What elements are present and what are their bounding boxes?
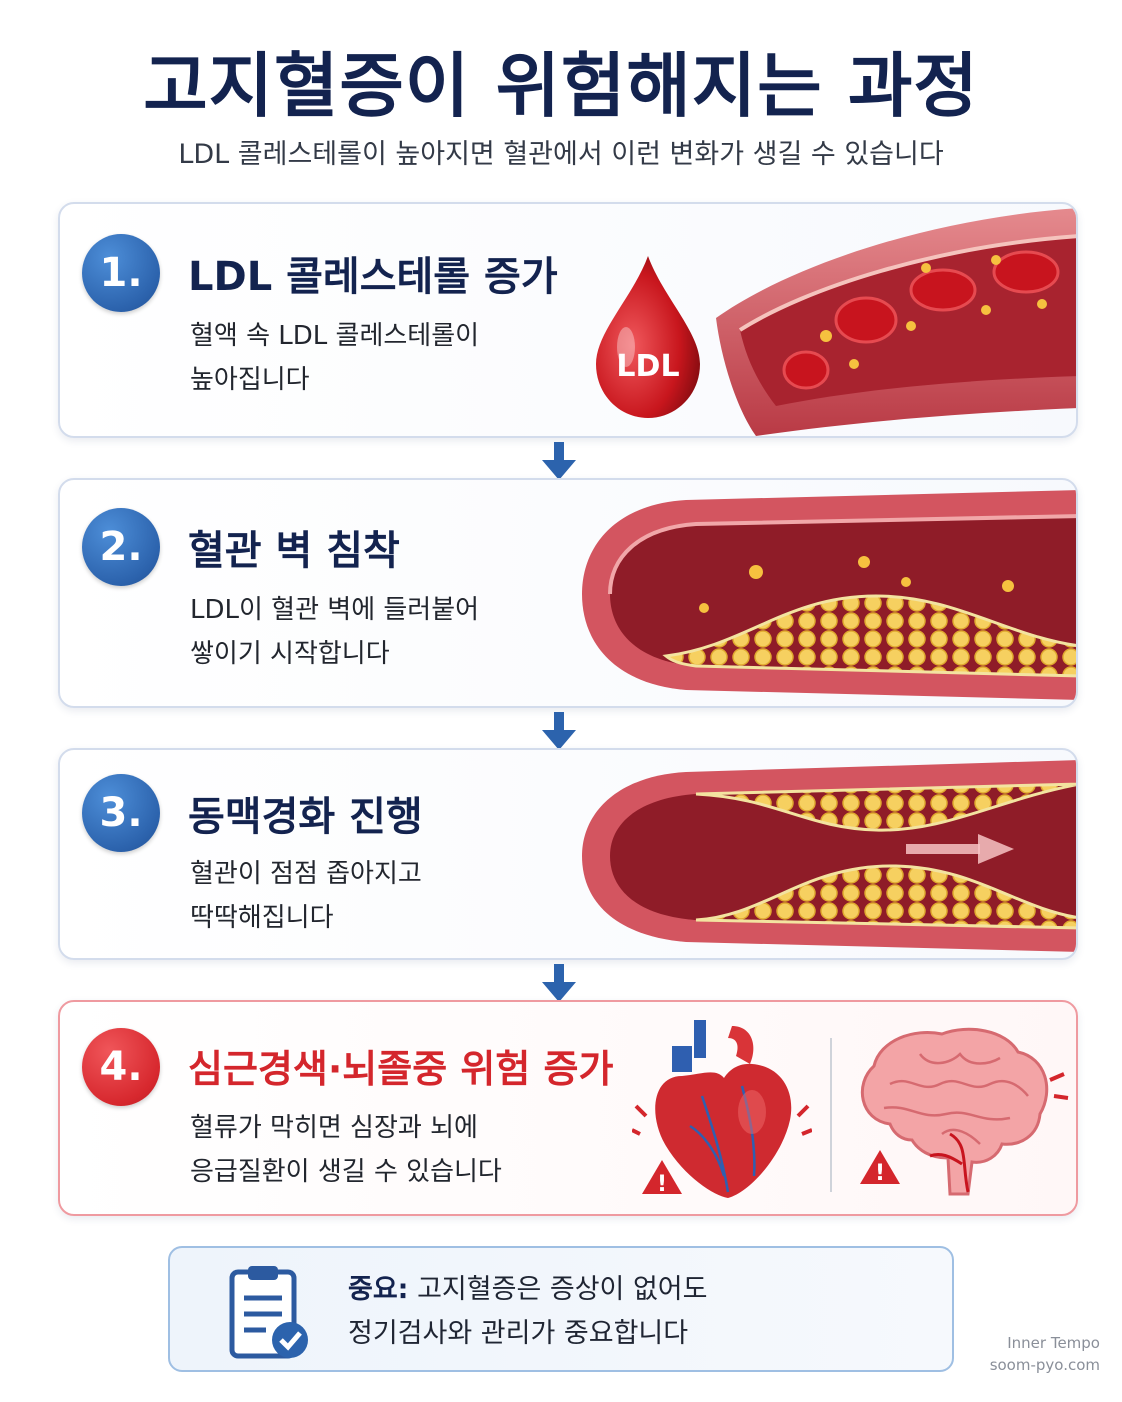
- note-line2: 정기검사와 관리가 중요합니다: [348, 1318, 689, 1349]
- step-description-line: 응급질환이 생길 수 있습니다: [190, 1157, 502, 1187]
- down-arrow-icon: [542, 964, 576, 1002]
- step-card-2: 2. 혈관 벽 침착 LDL이 혈관 벽에 들러붙어 쌓이기 시작합니다: [58, 478, 1078, 708]
- down-arrow-icon: [542, 712, 576, 750]
- note-label: 중요:: [348, 1274, 409, 1305]
- step-title: 동맥경화 진행: [188, 794, 423, 840]
- step-description-line: 높아집니다: [190, 365, 310, 395]
- heart-icon: !: [632, 1020, 812, 1198]
- svg-text:!: !: [875, 1161, 885, 1186]
- page-subtitle: LDL 콜레스테롤이 높아지면 혈관에서 이런 변화가 생길 수 있습니다: [178, 139, 944, 170]
- note-text: 중요: 고지혈증은 증상이 없어도 정기검사와 관리가 중요합니다: [348, 1268, 707, 1356]
- blood-vessel-cells-illustration: [716, 208, 1076, 436]
- narrowed-artery-illustration: [582, 760, 1076, 952]
- divider: [830, 1038, 832, 1192]
- important-note-box: 중요: 고지혈증은 증상이 없어도 정기검사와 관리가 중요합니다: [168, 1246, 954, 1372]
- step-number-badge: 4.: [82, 1028, 160, 1106]
- note-line1: 고지혈증은 증상이 없어도: [417, 1274, 708, 1305]
- brand-name: Inner Tempo: [1007, 1334, 1100, 1352]
- step-number-badge: 1.: [82, 234, 160, 312]
- blood-drop-icon: LDL: [596, 256, 700, 418]
- step-card-1: 1. LDL 콜레스테롤 증가 혈액 속 LDL 콜레스테롤이 높아집니다 LD…: [58, 202, 1078, 438]
- step-description: 혈관이 점점 좁아지고 딱딱해집니다: [190, 852, 422, 940]
- clipboard-check-icon: [229, 1266, 308, 1359]
- brand-url: soom-pyo.com: [989, 1356, 1100, 1374]
- step-title: 심근경색·뇌졸중 위험 증가: [188, 1047, 614, 1091]
- step-description-line: 혈액 속 LDL 콜레스테롤이: [190, 321, 480, 351]
- step-description: 혈액 속 LDL 콜레스테롤이 높아집니다: [190, 314, 479, 402]
- note-line: 중요: 고지혈증은 증상이 없어도: [348, 1268, 707, 1312]
- step-description-line: 딱딱해집니다: [190, 903, 334, 933]
- step-description: 혈류가 막히면 심장과 뇌에 응급질환이 생길 수 있습니다: [190, 1106, 502, 1194]
- down-arrow-icon: [542, 442, 576, 480]
- step-card-3: 3. 동맥경화 진행 혈관이 점점 좁아지고 딱딱해집니다: [58, 748, 1078, 960]
- drop-label: LDL: [616, 349, 679, 384]
- page-title: 고지혈증이 위험해지는 과정: [143, 45, 979, 127]
- step-description: LDL이 혈관 벽에 들러붙어 쌓이기 시작합니다: [190, 588, 479, 676]
- plaque-deposit-illustration: [582, 490, 1076, 700]
- step-card-4: 4. 심근경색·뇌졸중 위험 증가 혈류가 막히면 심장과 뇌에 응급질환이 생…: [58, 1000, 1078, 1216]
- step-number-badge: 3.: [82, 774, 160, 852]
- step-title: LDL 콜레스테롤 증가: [188, 254, 558, 300]
- brand-footer: Inner Tempo soom-pyo.com: [990, 1332, 1100, 1376]
- step-description-line: LDL이 혈관 벽에 들러붙어: [190, 595, 480, 625]
- step-description-line: 혈류가 막히면 심장과 뇌에: [190, 1113, 478, 1143]
- brain-icon: !: [860, 1027, 1069, 1196]
- step-description-line: 혈관이 점점 좁아지고: [190, 859, 422, 889]
- step-description-line: 쌓이기 시작합니다: [190, 639, 390, 669]
- step-title: 혈관 벽 침착: [188, 528, 400, 574]
- step-number-badge: 2.: [82, 508, 160, 586]
- svg-text:!: !: [657, 1172, 667, 1197]
